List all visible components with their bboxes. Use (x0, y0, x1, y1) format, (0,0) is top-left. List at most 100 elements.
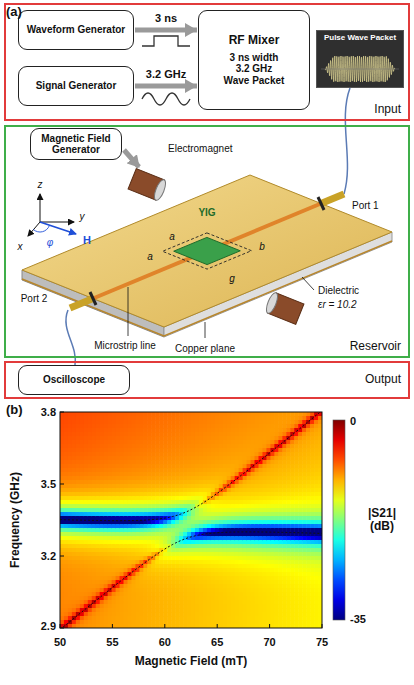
heat-cell (171, 488, 176, 493)
heat-cell (179, 580, 184, 585)
heat-cell (195, 428, 200, 433)
heat-cell (179, 444, 184, 449)
heat-cell (135, 476, 140, 481)
heat-cell (135, 436, 140, 441)
heat-cell (199, 508, 204, 513)
heat-cell (127, 484, 132, 489)
heat-cell (135, 584, 140, 589)
heat-cell (116, 472, 121, 477)
heat-cell (100, 516, 105, 521)
heat-cell (203, 476, 208, 481)
heat-cell (179, 460, 184, 465)
heat-cell (187, 504, 192, 509)
heat-cell (112, 616, 117, 621)
heat-cell (68, 596, 73, 601)
heat-cell (171, 600, 176, 605)
heat-cell (151, 508, 156, 513)
heat-cell (88, 448, 93, 453)
coax-cable (344, 88, 350, 194)
heat-cell (151, 608, 156, 613)
heat-cell (96, 564, 101, 569)
heat-cell (76, 600, 81, 605)
heat-cell (72, 588, 77, 593)
leader-line (128, 287, 129, 336)
heat-cell (104, 464, 109, 469)
heat-cell (175, 596, 180, 601)
heat-cell (191, 588, 196, 593)
heat-cell (143, 444, 148, 449)
heat-cell (195, 488, 200, 493)
heat-cell (151, 540, 156, 545)
port-connector (321, 194, 344, 204)
heat-cell (155, 592, 160, 597)
heat-cell (195, 436, 200, 441)
heat-cell (163, 452, 168, 457)
heat-cell (199, 504, 204, 509)
heat-cell (199, 548, 204, 553)
heat-cell (64, 488, 69, 493)
heat-cell (120, 604, 125, 609)
heat-cell (191, 420, 196, 425)
heat-cell (195, 448, 200, 453)
heat-cell (127, 516, 132, 521)
heat-cell (183, 588, 188, 593)
heat-cell (175, 428, 180, 433)
heat-cell (155, 480, 160, 485)
heat-cell (72, 600, 77, 605)
heat-cell (96, 532, 101, 537)
heat-cell (60, 572, 65, 577)
heat-cell (120, 480, 125, 485)
heat-cell (116, 584, 121, 589)
heat-cell (84, 480, 89, 485)
heat-cell (151, 556, 156, 561)
heat-cell (72, 444, 77, 449)
heat-cell (127, 588, 132, 593)
heat-cell (187, 508, 192, 513)
heat-cell (167, 536, 172, 541)
heat-cell (167, 560, 172, 565)
heat-cell (191, 580, 196, 585)
heat-cell (171, 484, 176, 489)
heat-cell (175, 604, 180, 609)
heat-cell (100, 428, 105, 433)
heat-cell (179, 620, 184, 625)
heat-cell (147, 560, 152, 565)
heat-cell (100, 416, 105, 421)
heat-cell (191, 460, 196, 465)
heat-cell (68, 460, 73, 465)
heat-cell (143, 448, 148, 453)
heat-cell (175, 620, 180, 625)
heat-cell (96, 440, 101, 445)
heat-cell (104, 484, 109, 489)
heat-cell (96, 456, 101, 461)
heat-cell (124, 484, 129, 489)
heat-cell (195, 440, 200, 445)
heat-cell (167, 568, 172, 573)
heat-cell (127, 432, 132, 437)
heat-cell (191, 424, 196, 429)
heat-cell (68, 456, 73, 461)
heat-cell (187, 552, 192, 557)
heat-cell (120, 528, 125, 533)
heat-cell (139, 432, 144, 437)
heat-cell (64, 580, 69, 585)
heat-cell (151, 456, 156, 461)
heat-cell (68, 436, 73, 441)
heat-cell (60, 588, 65, 593)
heat-cell (88, 496, 93, 501)
heat-cell (163, 436, 168, 441)
heat-cell (179, 572, 184, 577)
heat-cell (199, 456, 204, 461)
heat-cell (139, 444, 144, 449)
heat-cell (92, 528, 97, 533)
heat-cell (112, 516, 117, 521)
heat-cell (179, 624, 184, 628)
heat-cell (167, 460, 172, 465)
heat-cell (76, 560, 81, 565)
heat-cell (163, 500, 168, 505)
heat-cell (60, 448, 65, 453)
heat-cell (131, 460, 136, 465)
heat-cell (147, 444, 152, 449)
heat-cell (72, 436, 77, 441)
heat-cell (183, 480, 188, 485)
